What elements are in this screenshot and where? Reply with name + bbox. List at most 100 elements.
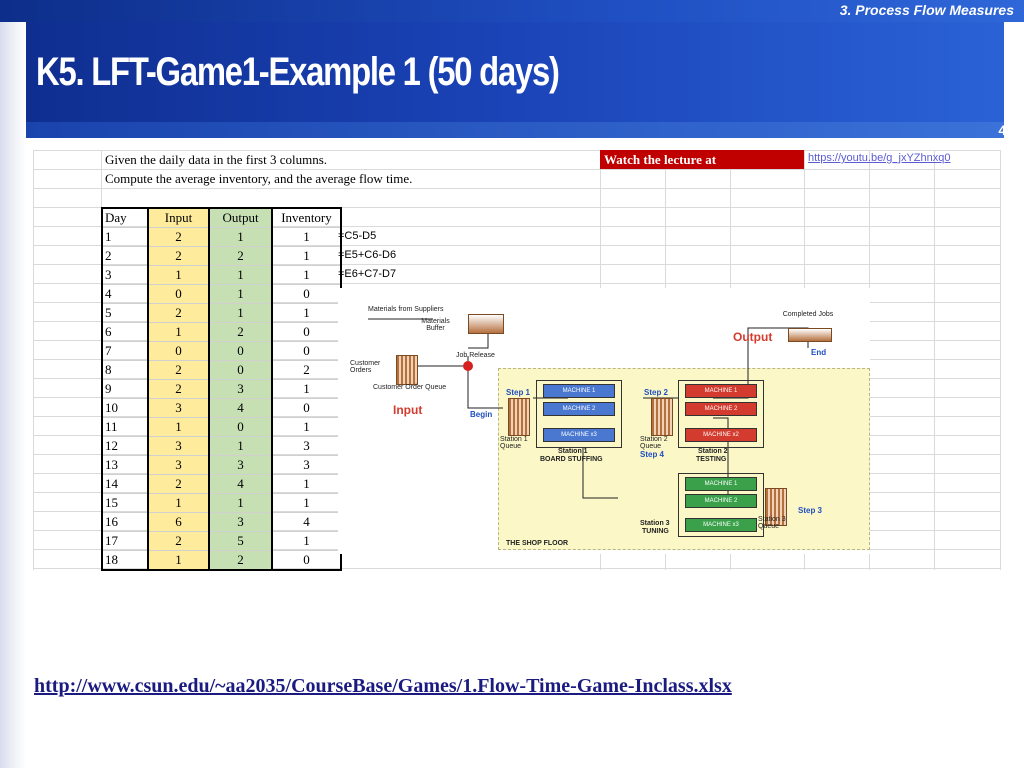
cell-output: 1 bbox=[208, 303, 272, 323]
board-stuffing-label: BOARD STUFFING bbox=[540, 456, 603, 463]
station-3-queue-label: Station 3 Queue bbox=[758, 516, 786, 530]
cell-inventory: 3 bbox=[271, 455, 342, 475]
cell-output: 4 bbox=[208, 474, 272, 494]
customer-orders-label: Customer Orders bbox=[350, 360, 381, 374]
column-header-inventory: Inventory bbox=[271, 207, 342, 228]
spreadsheet: Given the daily data in the first 3 colu… bbox=[33, 150, 1001, 571]
cell-output: 0 bbox=[208, 341, 272, 361]
slide-title: K5. LFT-Game1-Example 1 (50 days) bbox=[36, 50, 560, 94]
cell-input: 2 bbox=[147, 531, 209, 551]
cell-output: 3 bbox=[208, 455, 272, 475]
completed-jobs-label: Completed Jobs bbox=[782, 311, 834, 318]
station-3-box bbox=[678, 473, 764, 537]
cell-day: 18 bbox=[101, 550, 148, 571]
column-header-day: Day bbox=[101, 207, 148, 228]
station-1-machine-1: MACHINE 1 bbox=[543, 384, 615, 398]
materials-from-suppliers-label: Materials from Suppliers bbox=[368, 306, 444, 313]
cell-output: 4 bbox=[208, 398, 272, 418]
cell-input: 6 bbox=[147, 512, 209, 532]
cell-inventory: 1 bbox=[271, 417, 342, 437]
station-1-box bbox=[536, 380, 622, 448]
cell-output: 3 bbox=[208, 512, 272, 532]
top-bar: 3. Process Flow Measures bbox=[0, 0, 1024, 22]
cell-day: 13 bbox=[101, 455, 148, 475]
cell-output: 2 bbox=[208, 550, 272, 571]
shop-floor-label: THE SHOP FLOOR bbox=[506, 540, 569, 547]
cell-inventory: 1 bbox=[271, 265, 342, 285]
cell-input: 2 bbox=[147, 227, 209, 247]
cell-inventory: 0 bbox=[271, 398, 342, 418]
cell-input: 2 bbox=[147, 474, 209, 494]
cell-day: 12 bbox=[101, 436, 148, 456]
step-4-label: Step 4 bbox=[640, 450, 665, 459]
cell-inventory: 3 bbox=[271, 436, 342, 456]
cell-input: 1 bbox=[147, 493, 209, 513]
cell-output: 5 bbox=[208, 531, 272, 551]
cell-day: 7 bbox=[101, 341, 148, 361]
slide-number: 46 bbox=[998, 122, 1014, 138]
cell-output: 1 bbox=[208, 493, 272, 513]
cell-day: 15 bbox=[101, 493, 148, 513]
output-label: Output bbox=[733, 330, 773, 344]
station-2-box bbox=[678, 380, 764, 448]
station-1-queue-label: Station 1 Queue bbox=[500, 436, 528, 450]
station-2-queue-stack bbox=[651, 398, 673, 436]
step-1-label: Step 1 bbox=[506, 388, 531, 397]
cell-day: 3 bbox=[101, 265, 148, 285]
cell-input: 2 bbox=[147, 360, 209, 380]
station-3-machine-2: MACHINE 2 bbox=[685, 494, 757, 508]
customer-order-queue-stack bbox=[396, 355, 418, 385]
cell-output: 0 bbox=[208, 417, 272, 437]
cell-input: 3 bbox=[147, 436, 209, 456]
cell-output: 2 bbox=[208, 246, 272, 266]
step-3-label: Step 3 bbox=[798, 506, 823, 515]
cell-day: 11 bbox=[101, 417, 148, 437]
cell-inventory: 0 bbox=[271, 284, 342, 304]
lecture-link[interactable]: https://youtu.be/g_jxYZhnxq0 bbox=[808, 152, 951, 164]
cell-output: 1 bbox=[208, 284, 272, 304]
cell-day: 2 bbox=[101, 246, 148, 266]
section-label: 3. Process Flow Measures bbox=[839, 2, 1014, 18]
station-2-machine-2: MACHINE 2 bbox=[685, 402, 757, 416]
cell-day: 17 bbox=[101, 531, 148, 551]
spreadsheet-download-link[interactable]: http://www.csun.edu/~aa2035/CourseBase/G… bbox=[34, 675, 732, 697]
cell-inventory: 1 bbox=[271, 246, 342, 266]
cell-input: 3 bbox=[147, 398, 209, 418]
station-1-machine-2: MACHINE 2 bbox=[543, 402, 615, 416]
end-label: End bbox=[811, 348, 827, 357]
formula-1: =C5-D5 bbox=[338, 230, 377, 242]
instruction-line-2: Compute the average inventory, and the a… bbox=[105, 171, 413, 186]
cell-day: 10 bbox=[101, 398, 148, 418]
station-3-machine-1: MACHINE 1 bbox=[685, 477, 757, 491]
cell-inventory: 1 bbox=[271, 493, 342, 513]
cell-inventory: 1 bbox=[271, 227, 342, 247]
cell-inventory: 1 bbox=[271, 379, 342, 399]
cell-inventory: 0 bbox=[271, 322, 342, 342]
instruction-line-1: Given the daily data in the first 3 colu… bbox=[105, 152, 328, 167]
tuning-label: TUNING bbox=[642, 528, 669, 535]
cell-input: 1 bbox=[147, 417, 209, 437]
station-2-machine-1: MACHINE 1 bbox=[685, 384, 757, 398]
cell-output: 1 bbox=[208, 265, 272, 285]
materials-buffer-label: Materials Buffer bbox=[421, 318, 450, 332]
cell-input: 3 bbox=[147, 455, 209, 475]
cell-day: 9 bbox=[101, 379, 148, 399]
job-release-label: Job Release bbox=[456, 352, 495, 359]
completed-jobs-bin bbox=[788, 328, 832, 342]
testing-label: TESTING bbox=[696, 456, 727, 463]
cell-inventory: 0 bbox=[271, 341, 342, 361]
customer-order-queue-label: Customer Order Queue bbox=[373, 384, 447, 391]
cell-day: 16 bbox=[101, 512, 148, 532]
